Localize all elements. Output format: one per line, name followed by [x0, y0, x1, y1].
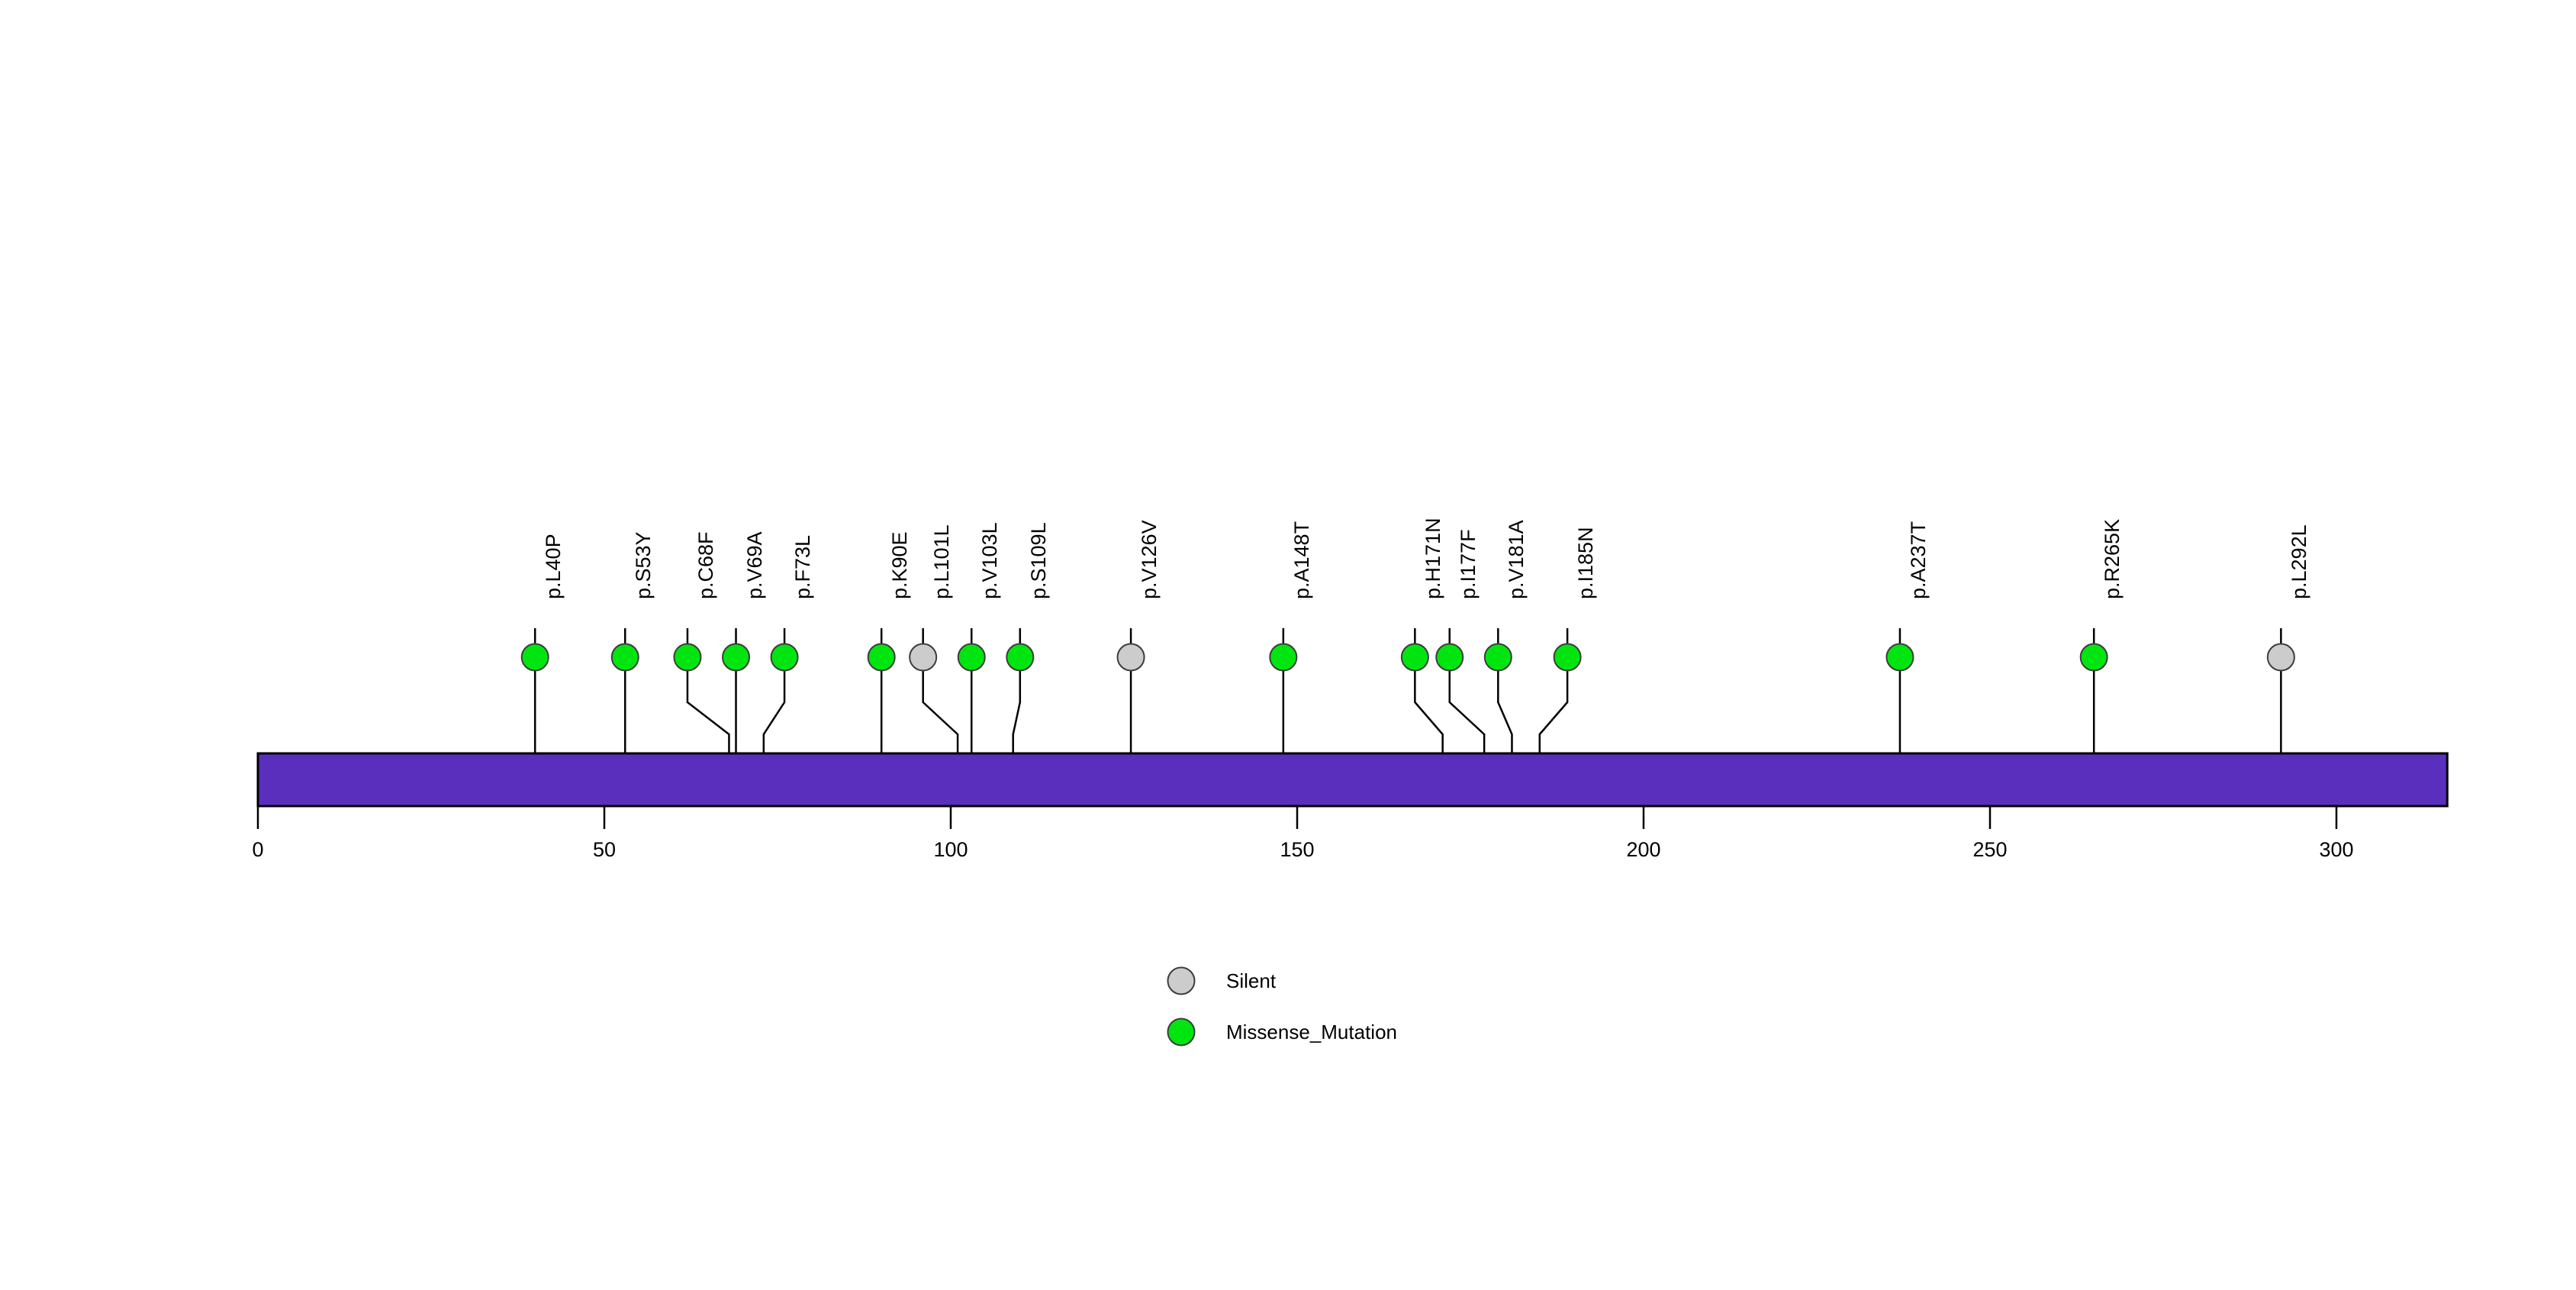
mutation-marker[interactable]	[673, 643, 702, 672]
mutation-label: p.R265K	[2101, 518, 2124, 599]
mutation-marker[interactable]	[520, 643, 549, 672]
mutation-marker[interactable]	[909, 643, 938, 672]
protein-domain-bar-layer	[256, 752, 2449, 808]
mutation-label: p.C68F	[694, 531, 717, 599]
mutation-label: p.A237T	[1906, 521, 1930, 599]
mutation-label: p.V103L	[978, 522, 1002, 599]
mutation-marker[interactable]	[610, 643, 639, 672]
mutation-marker[interactable]	[722, 643, 751, 672]
mutation-label: p.H171N	[1422, 518, 1445, 599]
axis-tick-label: 150	[1280, 838, 1315, 861]
mutation-marker[interactable]	[1116, 643, 1145, 672]
mutation-label: p.I185N	[1574, 527, 1598, 599]
mutation-marker[interactable]	[1006, 643, 1035, 672]
legend-marker[interactable]	[1167, 966, 1196, 995]
mutation-marker[interactable]	[1483, 643, 1512, 672]
legend-label: Silent	[1226, 969, 1277, 992]
mutation-label: p.V69A	[742, 531, 766, 599]
mutation-markers-layer	[520, 643, 2295, 672]
mutation-label: p.A148T	[1290, 521, 1313, 599]
mutation-marker[interactable]	[1435, 643, 1464, 672]
mutation-marker[interactable]	[1269, 643, 1298, 672]
mutation-marker[interactable]	[1885, 643, 1914, 672]
axis-tick-label: 0	[252, 838, 264, 861]
mutation-label: p.S109L	[1026, 522, 1050, 599]
mutation-label: p.L101L	[929, 524, 953, 599]
legend-marker[interactable]	[1167, 1017, 1196, 1047]
axis-tick-label: 250	[1972, 838, 2008, 861]
protein-domain-bar	[256, 752, 2449, 808]
legend-markers-layer	[1167, 966, 1196, 1047]
mutation-label: p.V181A	[1505, 520, 1528, 599]
mutation-marker[interactable]	[957, 643, 986, 672]
mutation-label: p.L40P	[542, 534, 565, 599]
mutation-marker[interactable]	[867, 643, 896, 672]
x-axis-layer	[256, 806, 2338, 829]
legend-label: Missense_Mutation	[1226, 1021, 1397, 1043]
mutation-marker[interactable]	[2079, 643, 2108, 672]
mutation-label: p.L292L	[2288, 524, 2311, 599]
mutation-marker[interactable]	[1553, 643, 1582, 672]
mutation-marker[interactable]	[1400, 643, 1429, 672]
mutation-marker[interactable]	[2266, 643, 2295, 672]
mutation-label: p.K90E	[888, 531, 912, 599]
mutation-label: p.F73L	[791, 534, 815, 599]
mutation-label: p.S53Y	[632, 531, 655, 599]
axis-tick-label: 100	[933, 838, 968, 861]
mutation-marker[interactable]	[770, 643, 799, 672]
axis-tick-label: 50	[592, 838, 617, 861]
axis-tick-label: 200	[1626, 838, 1661, 861]
mutation-label: p.I177F	[1456, 529, 1480, 599]
axis-tick-label: 300	[2319, 838, 2354, 861]
mutation-label: p.V126V	[1138, 520, 1161, 599]
